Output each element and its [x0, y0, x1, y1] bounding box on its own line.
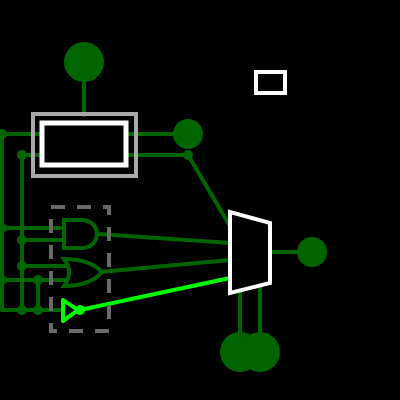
- junction-dot: [0, 275, 7, 285]
- wire-or-to-mux: [98, 258, 232, 274]
- junction-dot: [33, 275, 43, 285]
- node-bottom-right[interactable]: [240, 332, 280, 372]
- gate-group-outline: [49, 205, 111, 333]
- junction-dot: [183, 150, 193, 160]
- buffer-output-dot: [75, 305, 85, 315]
- multiplexer[interactable]: [228, 209, 272, 296]
- junctions: [0, 129, 193, 315]
- buffer-icon: [61, 298, 80, 323]
- junction-dot: [0, 223, 7, 233]
- and-gate[interactable]: [62, 218, 99, 250]
- or-gate[interactable]: [59, 256, 105, 289]
- node-register-right[interactable]: [173, 119, 203, 149]
- node-top[interactable]: [64, 42, 104, 82]
- buffer[interactable]: [61, 298, 85, 323]
- junction-dot: [17, 235, 27, 245]
- node-mux-output[interactable]: [297, 237, 327, 267]
- junction-dot: [0, 129, 7, 139]
- small-box[interactable]: [254, 70, 287, 95]
- wires: [0, 60, 314, 354]
- junction-dot: [33, 305, 43, 315]
- wire-to-mux-select: [186, 153, 232, 228]
- junction-dot: [17, 305, 27, 315]
- junction-dot: [17, 261, 27, 271]
- junction-dot: [17, 150, 27, 160]
- register-inner-outline: [39, 120, 129, 168]
- wire-and-to-mux: [96, 232, 232, 245]
- nodes: [64, 42, 327, 372]
- wire-buffer-to-mux-active: [78, 276, 232, 312]
- register-block[interactable]: [31, 112, 138, 178]
- register-outer-outline: [31, 112, 138, 178]
